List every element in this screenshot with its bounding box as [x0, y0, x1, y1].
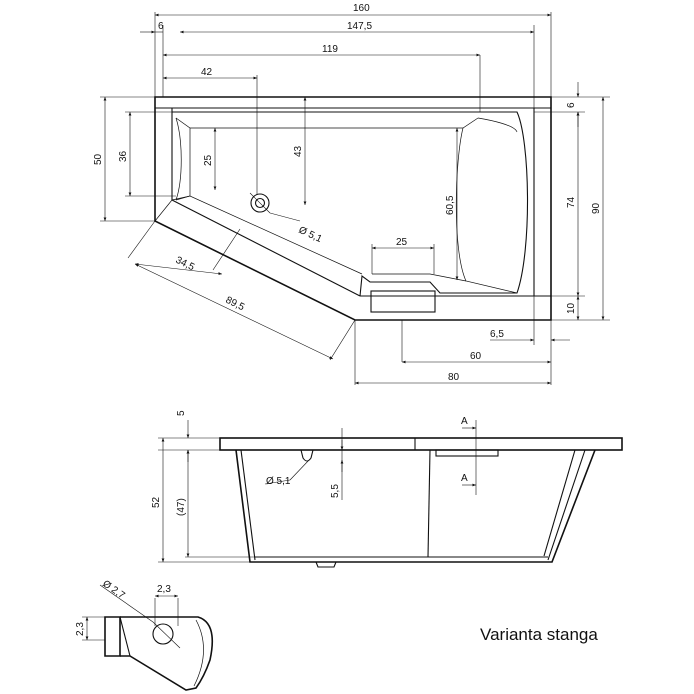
dim-10: 10 [566, 302, 577, 314]
dim-119: 119 [322, 44, 338, 55]
dim-47: (47) [176, 498, 187, 516]
dim-drain-top: Ø 5,1 [297, 225, 324, 245]
top-view: 160 6 147,5 119 42 50 36 25 43 60,5 25 6… [93, 3, 610, 385]
side-view: 5 52 (47) Ø 5,1 5,5 A A [151, 410, 623, 568]
dim-6: 6 [158, 21, 164, 32]
dim-25h: 25 [396, 237, 408, 248]
dim-74: 74 [566, 196, 577, 208]
dim-6-5: 6,5 [490, 329, 504, 340]
dim-line-89-5 [134, 263, 334, 360]
dim-160: 160 [353, 3, 370, 14]
dim-6r: 6 [566, 102, 577, 108]
section-label-a1: A [461, 416, 468, 427]
dim-36: 36 [118, 150, 129, 162]
dim-42: 42 [201, 67, 213, 78]
drain-hole-top [250, 193, 270, 213]
dim-80: 80 [448, 372, 460, 383]
dim-90: 90 [591, 202, 602, 214]
dim-2-7: Ø 2,7 [100, 578, 127, 601]
dim-5: 5 [176, 410, 187, 416]
dim-2-3v: 2,3 [75, 622, 86, 636]
dim-52: 52 [151, 496, 162, 508]
dim-50: 50 [93, 153, 104, 165]
dim-60: 60 [470, 351, 482, 362]
dim-drain-side: Ø 5,1 [266, 476, 291, 487]
dim-147-5: 147,5 [347, 21, 372, 32]
tub-outline-top [154, 96, 552, 321]
dim-25v: 25 [203, 154, 214, 166]
dim-2-3h: 2,3 [157, 584, 171, 595]
dim-5-5: 5,5 [330, 484, 341, 498]
detail-hole [152, 623, 174, 645]
variant-caption: Varianta stanga [480, 625, 598, 644]
tub-outline-side [235, 449, 596, 563]
detail-section-a: Ø 2,7 2,3 2,3 [75, 578, 214, 691]
section-label-a2: A [461, 473, 468, 484]
dim-43: 43 [293, 145, 304, 157]
dim-89-5: 89,5 [224, 295, 247, 314]
dim-60-5: 60,5 [445, 195, 456, 215]
